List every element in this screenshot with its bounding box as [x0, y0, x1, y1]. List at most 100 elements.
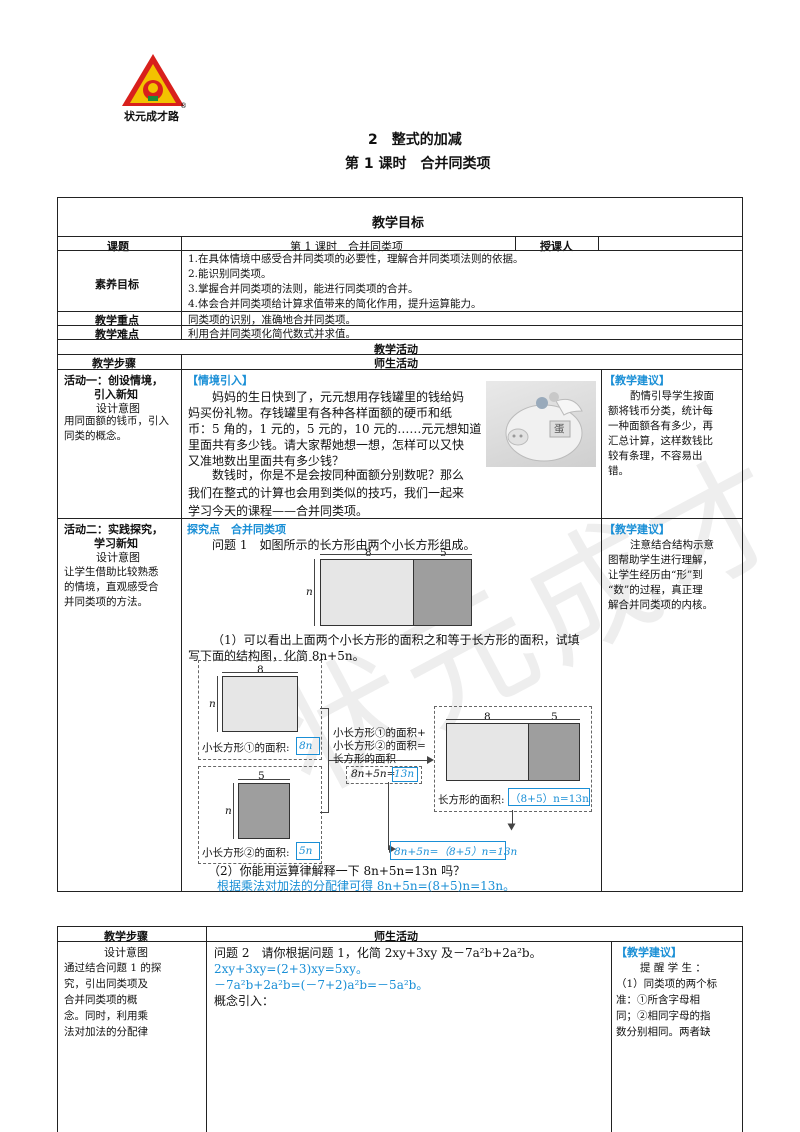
small-rect-1	[222, 676, 298, 732]
suggest2-line: 注意结合结构示意	[630, 539, 714, 551]
difficulty-value: 利用合并同类项化简代数式并求值。	[188, 328, 356, 340]
table2-teacher-student-header: 师生活动	[374, 930, 418, 943]
key-label: 教学重点	[95, 314, 139, 327]
suggest2-line: 解合并同类项的内核。	[608, 599, 713, 611]
suggest3-line: （1）同类项的两个标	[616, 978, 718, 990]
rect-2	[413, 559, 472, 626]
activity1-title-2: 引入新知	[94, 388, 138, 401]
suggest3-line: 准：①所含字母相	[616, 994, 700, 1006]
mid-text-3: 长方形的面积	[333, 753, 396, 765]
activity2-title: 活动二：实践探究，	[64, 523, 163, 536]
table2-steps-header: 教学步骤	[104, 930, 148, 943]
small2-answer: 5n	[299, 845, 313, 857]
suggest1-line: 汇总计算，这样数钱比	[608, 435, 713, 447]
teacher-student-header: 师生活动	[374, 357, 418, 370]
piggy-bank-image: 蛋	[486, 381, 596, 467]
activity2-design-label: 设计意图	[96, 551, 140, 564]
suggest-tag-1: 【教学建议】	[604, 374, 670, 387]
suggest1-line: 较有条理，不容易出	[608, 450, 703, 462]
topic-label: 课题	[107, 240, 129, 253]
table2-design-line: 合并同类项的概	[64, 994, 138, 1006]
suggest1-line: 错。	[608, 465, 629, 477]
mid-eq-answer: 13n	[394, 768, 415, 780]
q1-part1-2: 写下面的结构图，化简 8n+5n。	[188, 649, 365, 663]
topic-value: 第 1 课时 合并同类项	[290, 240, 403, 253]
big-dim-8: 8	[484, 711, 491, 723]
dim-8-label: 8	[365, 547, 372, 559]
steps-header: 教学步骤	[92, 357, 136, 370]
activity-title: 教学活动	[374, 343, 418, 356]
small-rect-2	[238, 783, 290, 839]
story-line: 妈买份礼物。存钱罐里有各种各样面额的硬币和纸	[188, 406, 453, 420]
answer-2-2: －7a²b+2a²b=(－7+2)a²b=－5a²b。	[214, 978, 429, 992]
para2-line: 数钱时，你是不是会按同种面额分别数呢？那么	[212, 468, 465, 482]
story-line: 里面共有多少钱。请大家帮她想一想，怎样可以又快	[188, 438, 465, 452]
small1-dim-8: 8	[257, 664, 264, 676]
big-rect-2	[528, 723, 580, 781]
suggest-tag-2: 【教学建议】	[604, 523, 670, 536]
table2-design-line: 究，引出同类项及	[64, 978, 148, 990]
suggest1-line: 额将钱币分类，统计每	[608, 405, 713, 417]
concept-intro: 概念引入：	[214, 994, 275, 1008]
small1-answer: 8n	[299, 740, 313, 752]
small2-label: 小长方形②的面积:	[202, 847, 290, 859]
intro-tag: 【情境引入】	[187, 374, 253, 387]
suggest3-line: 数分别相同。两者缺	[616, 1026, 711, 1038]
teacher-label: 授课人	[540, 240, 573, 253]
logo-registered: ®	[180, 102, 187, 110]
activity2-title-2: 学习新知	[94, 537, 138, 550]
activity2-design-line: 的情境，直观感受合	[64, 581, 159, 593]
logo-text: 状元成才路	[124, 110, 179, 123]
small1-dim-n: n	[209, 698, 216, 710]
explore-tag: 探究点 合并同类项	[187, 523, 286, 536]
dim-5-label: 5	[440, 547, 447, 559]
mid-eq-prefix: 8n+5n=	[351, 768, 396, 780]
piggy-tag: 蛋	[554, 423, 565, 435]
literacy-item-2: 2.能识别同类项。	[188, 268, 272, 280]
suggest1-line: 酌情引导学生按面	[630, 390, 714, 402]
para2-line: 我们在整式的计算也会用到类似的技巧，我们一起来	[188, 486, 465, 500]
suggest3-line: 同；②相同字母的指	[616, 1010, 711, 1022]
activity1-design-label: 设计意图	[96, 402, 140, 415]
logo: 状元成才路 ®	[118, 50, 188, 125]
rect-1	[320, 559, 414, 626]
para2-line: 学习今天的课程——合并同类项。	[188, 504, 369, 518]
lesson-title: 第 1 课时 合并同类项	[345, 156, 491, 172]
small2-dim-5: 5	[258, 770, 265, 782]
q1-part1: （1）可以看出上面两个小长方形的面积之和等于长方形的面积，试填	[212, 633, 580, 647]
big-label: 长方形的面积:	[438, 794, 505, 806]
literacy-item-1: 1.在具体情境中感受合并同类项的必要性，理解合并同类项法则的依据。	[188, 253, 524, 265]
table2-design-line: 法对加法的分配律	[64, 1026, 148, 1038]
literacy-label: 素养目标	[95, 278, 139, 291]
small1-label: 小长方形①的面积:	[202, 742, 290, 754]
activity1-design-text: 用同面额的钱币，引入同类的概念。	[64, 415, 169, 442]
logo-emblem-icon	[122, 54, 184, 106]
big-rect-1	[446, 723, 529, 781]
big-dim-5: 5	[551, 711, 558, 723]
activity2-design-line: 让学生借助比较熟悉	[64, 566, 159, 578]
dim-n-label: n	[306, 586, 313, 598]
question-1: 问题 1 如图所示的长方形由两个小长方形组成。	[212, 538, 476, 552]
table2-design-label: 设计意图	[104, 946, 148, 959]
table2-design-line: 念。同时，利用乘	[64, 1010, 148, 1022]
mid-text: 小长方形①的面积+	[333, 727, 426, 739]
key-value: 同类项的识别，准确地合并同类项。	[188, 314, 356, 326]
suggest1-line: 一种面额各有多少，再	[608, 420, 713, 432]
difficulty-label: 教学难点	[95, 328, 139, 341]
bottom-equation: 8n+5n=（8+5）n=13n	[394, 846, 518, 858]
big-answer: （8+5）n=13n	[510, 793, 589, 805]
q1-part2-answer: 根据乘法对加法的分配律可得 8n+5n=(8+5)n=13n。	[217, 879, 516, 893]
story-line: 币：5 角的，1 元的，5 元的，10 元的……元元想知道	[188, 422, 482, 436]
activity2-design-line: 并同类项的方法。	[64, 596, 148, 608]
section-title: 2 整式的加减	[368, 132, 462, 148]
literacy-item-3: 3.掌握合并同类项的法则，能进行同类项的合并。	[188, 283, 419, 295]
q1-part2: （2）你能用运算律解释一下 8n+5n=13n 吗？	[208, 864, 466, 878]
suggest-tag-3: 【教学建议】	[616, 946, 682, 959]
piggy-bank-icon	[505, 392, 583, 462]
suggest3-line: 提 醒 学 生 ：	[640, 962, 706, 974]
objectives-title: 教学目标	[372, 216, 425, 231]
suggest2-line: 让学生经历由“形”到	[608, 569, 703, 581]
table2-design-line: 通过结合问题 1 的探	[64, 962, 162, 974]
small2-dim-n: n	[225, 805, 232, 817]
story-line: 妈妈的生日快到了，元元想用存钱罐里的钱给妈	[212, 390, 465, 404]
